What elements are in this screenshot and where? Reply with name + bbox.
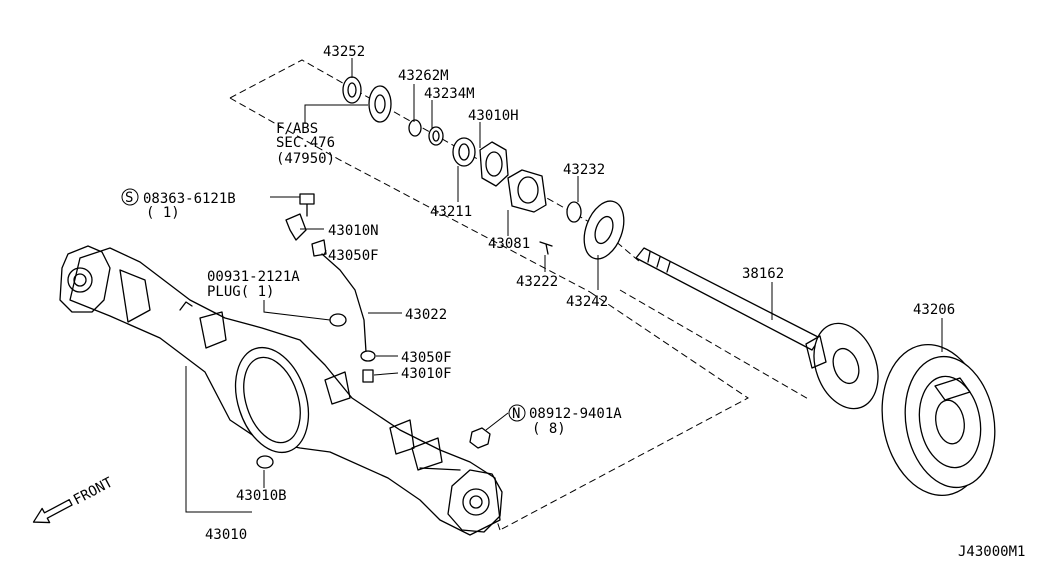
label-43232: 43232 bbox=[563, 162, 605, 178]
label-43081: 43081 bbox=[488, 236, 530, 252]
label-43050f-top: 43050F bbox=[328, 248, 379, 264]
label-43010: 43010 bbox=[205, 527, 247, 543]
leader-lines bbox=[185, 58, 943, 513]
label-bolt-code: 08363-6121B bbox=[143, 191, 236, 207]
label-43252: 43252 bbox=[323, 44, 365, 60]
bolt-symbol-s-icon: S bbox=[121, 188, 139, 206]
label-43222: 43222 bbox=[516, 274, 558, 290]
drawing-code: J43000M1 bbox=[958, 544, 1025, 560]
label-nut-code: 08912-9401A bbox=[529, 406, 622, 422]
label-fabs-line3: (47950) bbox=[276, 151, 335, 167]
svg-text:S: S bbox=[125, 190, 133, 206]
label-43010b: 43010B bbox=[236, 488, 287, 504]
label-43206: 43206 bbox=[913, 302, 955, 318]
label-43010f: 43010F bbox=[401, 366, 452, 382]
parts-small bbox=[256, 76, 625, 469]
label-fabs-line1: F/ABS bbox=[276, 121, 318, 137]
label-38162: 38162 bbox=[742, 266, 784, 282]
label-43010n: 43010N bbox=[328, 223, 379, 239]
label-bolt-qty: ( 1) bbox=[146, 205, 180, 221]
callout-labels: 43252 43262M 43234M 43010H F/ABS SEC.476… bbox=[121, 44, 955, 543]
nut-symbol-n-icon: N bbox=[508, 404, 526, 422]
brake-drum bbox=[881, 343, 996, 497]
label-43234m: 43234M bbox=[424, 86, 475, 102]
label-fabs-line2: SEC.476 bbox=[276, 135, 335, 151]
label-43211: 43211 bbox=[430, 204, 472, 220]
label-43022: 43022 bbox=[405, 307, 447, 323]
label-43242: 43242 bbox=[566, 294, 608, 310]
label-43262m: 43262M bbox=[398, 68, 449, 84]
label-nut-qty: ( 8) bbox=[532, 421, 566, 437]
front-label: FRONT bbox=[71, 474, 116, 508]
label-43050f-bottom: 43050F bbox=[401, 350, 452, 366]
label-plug-text: PLUG( 1) bbox=[207, 284, 274, 300]
axle-housing bbox=[59, 245, 503, 536]
axle-shaft bbox=[635, 247, 879, 410]
svg-text:N: N bbox=[512, 406, 520, 422]
label-43010h: 43010H bbox=[468, 108, 519, 124]
label-plug-code: 00931-2121A bbox=[207, 269, 300, 285]
front-arrow-icon: FRONT bbox=[32, 474, 116, 524]
